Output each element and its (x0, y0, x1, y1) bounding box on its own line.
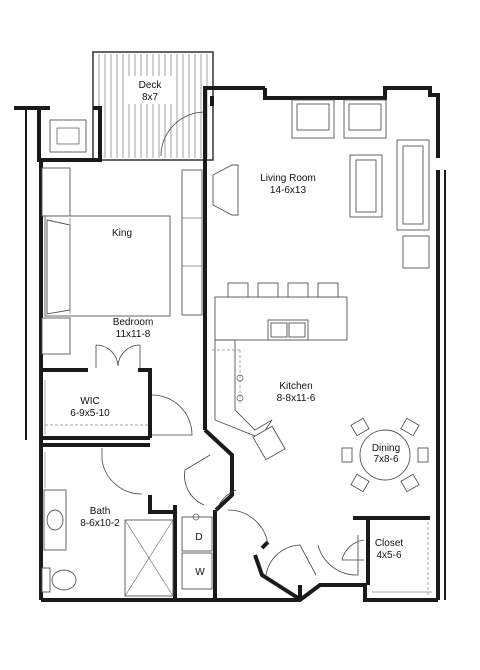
dining-table (359, 429, 411, 481)
nightstand-top (41, 167, 71, 217)
deck-corner-unit (49, 119, 87, 153)
nightstand-bottom (41, 317, 71, 355)
bed-label: King (112, 228, 132, 239)
bath-door-swing (101, 448, 143, 495)
washer-box (181, 552, 213, 590)
dining-chair-2 (400, 417, 420, 437)
laundry-door-swing (215, 489, 237, 513)
kitchen-fixtures (212, 282, 348, 461)
living-room-name: Living Room (260, 173, 316, 184)
dresser (181, 169, 203, 316)
room-labels: Deck 8x7 Living Room 14-6x13 King Bedroo… (70, 80, 403, 578)
bar-stool-4 (317, 282, 339, 298)
toilet-tank (41, 567, 51, 593)
kitchen-name: Kitchen (279, 381, 312, 392)
washer-label: W (195, 567, 205, 578)
bar-stool-2 (257, 282, 279, 298)
bedroom-name: Bedroom (113, 317, 154, 328)
deck (92, 51, 214, 161)
dining-chair-4 (400, 473, 420, 493)
dining-chair-5 (341, 447, 353, 463)
dining-chair-1 (350, 417, 370, 437)
living-room-furniture (212, 99, 430, 269)
bar-stool-1 (227, 282, 249, 298)
toilet-bowl (51, 569, 77, 591)
dining-name: Dining (372, 443, 400, 454)
bar-stool-3 (287, 282, 309, 298)
side-table (402, 235, 430, 269)
wic-name: WIC (80, 396, 99, 407)
dining-chair-6 (417, 447, 429, 463)
bed-pillows (46, 219, 71, 315)
tv-console (212, 164, 239, 216)
sink (46, 509, 64, 531)
closet-size: 4x5-6 (376, 550, 401, 561)
kitchen-size: 8-8x11-6 (277, 393, 316, 404)
wic-shelving (44, 380, 193, 436)
living-room-size: 14-6x13 (270, 185, 307, 196)
deck-size: 8x7 (142, 92, 159, 103)
dryer-box (181, 516, 213, 552)
interior-walls (41, 160, 430, 600)
closet-door-swing-2 (317, 535, 359, 576)
bedroom-door-swing (151, 394, 193, 436)
bath-size: 8-6x10-2 (80, 518, 120, 529)
closet-door-swing (341, 539, 365, 561)
hall-door-swing (227, 509, 269, 546)
deck-label-bg (128, 76, 174, 104)
entry-door-swing (265, 544, 317, 576)
bath-name: Bath (90, 506, 111, 517)
refrigerator (252, 425, 286, 461)
bath-fixtures (41, 448, 174, 597)
closet-shelving (317, 522, 432, 595)
laundry (181, 454, 317, 590)
kitchen-door-swing (184, 454, 211, 506)
dining-size: 7x8-6 (373, 454, 398, 465)
exterior-walls (14, 86, 446, 602)
deck-name: Deck (139, 80, 163, 91)
bedroom-closet-doors (95, 344, 141, 368)
kitchen-counter (214, 339, 273, 439)
dining-chair-3 (350, 473, 370, 493)
dining-set (341, 417, 429, 493)
dryer-label: D (195, 532, 202, 543)
closet-name: Closet (375, 538, 404, 549)
wic-size: 6-9x5-10 (70, 408, 110, 419)
bedroom-size: 11x11-8 (116, 329, 151, 340)
bedroom-furniture (41, 119, 203, 368)
